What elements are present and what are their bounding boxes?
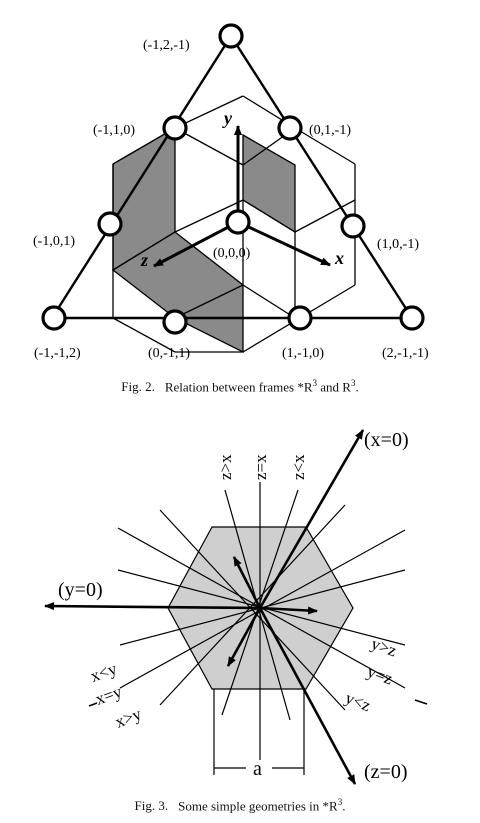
label-origin: (0,0,0) (213, 246, 251, 261)
arrow-inner-down (226, 607, 262, 667)
label-z-gt-x: z>x (216, 454, 235, 480)
point-marker (97, 211, 123, 237)
label-point-m1-0-1: (-1,0,1) (33, 234, 75, 249)
label-point-0-m1-1: (0,-1,1) (148, 346, 190, 361)
label-point-0-1-m1: (0,1,-1) (309, 123, 351, 138)
arrow-z0 (258, 607, 357, 785)
label-y-gt-z: y>z (369, 634, 400, 661)
label-z-lt-x: z<x (289, 454, 308, 480)
label-y0: (y=0) (58, 579, 103, 601)
label-x-eq-y: x=y (93, 682, 125, 709)
label-point-1-m1-0: (1,-1,0) (282, 346, 324, 361)
frame-triangle (49, 33, 415, 320)
arrow-y0 (44, 602, 261, 611)
label-x-gt-y: x>y (112, 704, 144, 732)
figure-3-caption-text: Some simple geometries in *R (178, 798, 338, 814)
label-point-top: (-1,2,-1) (143, 38, 190, 53)
point-marker (162, 115, 188, 141)
z-axis-arrow (153, 220, 239, 268)
label-y-lt-z: y<z (343, 688, 374, 715)
figure-2-caption-text: Relation between frames *R (164, 379, 313, 395)
figure-3-caption: Fig. 3. Some simple geometries in *R3. (0, 797, 480, 814)
point-marker (277, 115, 303, 141)
label-x-lt-y: x<y (88, 659, 120, 686)
axis-label-z: z (140, 250, 148, 270)
shaded-face-right (242, 133, 296, 234)
point-marker (218, 23, 244, 49)
label-point-m1-1-0: (-1,1,0) (93, 123, 135, 138)
label-dimension-a: a (253, 758, 262, 780)
point-marker (287, 305, 313, 331)
point-marker (399, 305, 425, 331)
label-y-eq-z: y=z (365, 662, 396, 689)
x-axis-arrow (237, 220, 331, 267)
dash-y-eq-z (414, 699, 428, 705)
line-y-lt-z (159, 509, 346, 711)
figure-2-exponent-2: 3 (350, 378, 356, 388)
arrow-inner-up (232, 556, 262, 609)
figure-2-caption-end: . (355, 379, 359, 395)
label-point-bottom-right: (2,-1,-1) (382, 346, 429, 361)
figure-2-caption-label: Fig. 2. (121, 379, 155, 395)
label-point-bottom-left: (-1,-1,2) (34, 346, 81, 361)
figure-2-diagram (41, 23, 425, 354)
dash-x-eq-y (88, 702, 98, 707)
axis-label-x: x (334, 248, 344, 268)
figure-3-diagram (44, 429, 406, 785)
label-x0: (x=0) (364, 429, 409, 451)
point-marker (162, 309, 188, 335)
axis-label-y: y (222, 108, 233, 128)
point-marker (41, 305, 67, 331)
arrow-inner-right (259, 606, 318, 615)
point-marker (225, 209, 251, 235)
figure-3-caption-end: . (342, 798, 346, 814)
line-z-lt-x (221, 489, 299, 716)
figure-2-caption: Fig. 2.Relation between frames *R3 and R… (0, 378, 480, 395)
figure-3-exponent: 3 (337, 797, 343, 807)
arrow-x0 (258, 429, 365, 609)
label-z-eq-x: z=x (251, 454, 270, 480)
figure-3-caption-label: Fig. 3. (134, 798, 169, 814)
figure-2-exponent-1: 3 (312, 378, 318, 388)
line-x-gt-y (159, 504, 346, 706)
figure-2-caption-mid: and R (317, 379, 351, 395)
label-z0: (z=0) (364, 761, 407, 783)
point-marker (340, 213, 366, 239)
label-point-1-0-m1: (1,0,-1) (377, 237, 419, 252)
